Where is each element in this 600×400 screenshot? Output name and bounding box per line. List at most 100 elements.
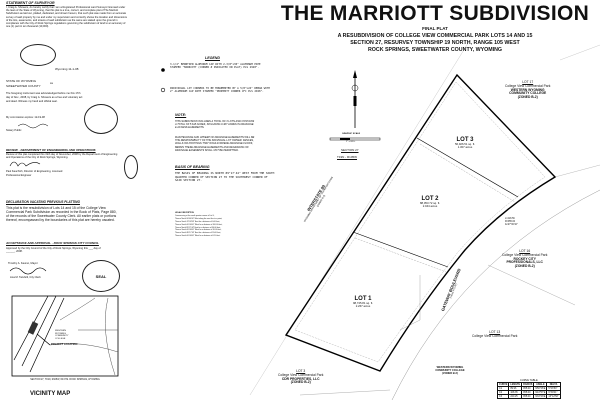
commission-expiry: My commission expires: 12-19-08	[6, 116, 45, 119]
lot-area: 88,053.72 sq. ft.	[419, 201, 441, 205]
notary-seal	[84, 104, 118, 134]
column-header: ANGLE	[533, 382, 548, 387]
adjacent-lot-park: College View Commercial Park	[502, 252, 548, 257]
review-signer: Paul Kauchich, Director of Engineering, …	[6, 170, 63, 177]
signature	[9, 161, 41, 167]
adjacent-college: WESTERN WYOMING COMMUNITY COLLEGE (ZONED…	[430, 366, 470, 375]
curve-length: L=418.56	[505, 218, 515, 220]
lot-acres: 2.044 acres	[422, 204, 438, 209]
adjacent-lot-name: LOT 17	[522, 80, 534, 84]
legal-description-line: Commencing at the south quarter corner o…	[175, 214, 215, 217]
plat-title: THE MARRIOTT SUBDIVISION	[280, 2, 590, 25]
cell: 220.25	[508, 394, 523, 399]
legal-description-line: Thence South 00°00'00" West for a distan…	[175, 229, 222, 232]
project-pointer	[36, 333, 51, 346]
adjacent-lot-17: LOT 17 College View Commercial Park WEST…	[505, 80, 551, 100]
adjacent-lot-16: LOT 16 College View Commercial Park ROCK…	[502, 249, 548, 269]
adjacent-lot-owner: CDR PROPERTIES, LLC	[281, 376, 320, 381]
vicinity-map-title: VICINITY MAP	[30, 391, 71, 397]
lot-acres: 2.267 acres	[355, 304, 371, 309]
bearing-text: THE BASIS OF BEARING IS NORTH 89°17'44" …	[175, 171, 275, 182]
monument-symbol	[161, 68, 165, 72]
vicinity-caption: SECTION 27, T19N, R105W, 6th P.M. ROCK S…	[30, 379, 100, 381]
legend-item-lot-corner: INDIVIDUAL LOT CORNERS TO BE MONUMENTED …	[170, 87, 270, 94]
column-header: LENGTH	[508, 382, 523, 387]
notary-label: Notary Public	[6, 129, 22, 132]
surveyor-date: Wyoming 11-1-08	[55, 67, 79, 71]
surveyor-seal	[20, 44, 56, 66]
declaration-text: This plat is the resubdivision of Lots 1…	[6, 206, 117, 222]
cell: C3	[496, 394, 510, 399]
county-label: SWEETWATER COUNTY	[6, 84, 41, 88]
vicinity-roads	[49, 297, 119, 376]
gateway-east-row-line	[559, 44, 600, 61]
adjacent-lot-zone: (ZONED B-2)	[517, 95, 538, 100]
curve-table: CURVE TABLE CURVE LENGTH RADIUS ANGLE DE…	[496, 379, 561, 399]
vicinity-college-label: WESTERN WYOMING COMMUNITY COLLEGE	[55, 330, 69, 340]
lot-area: 56,926.51 sq. ft.	[454, 142, 476, 146]
cell: N43°57'E	[533, 390, 548, 395]
lot-2-label: LOT 2 88,053.72 sq. ft. 2.044 acres	[410, 196, 450, 209]
lot-1-label: LOT 1 98,745.81 sq. ft. 2.267 acres	[343, 296, 383, 309]
acceptance-heading: ACCEPTANCE AND APPROVAL - ROCK SPRINGS C…	[6, 241, 99, 245]
lot-area: 98,745.81 sq. ft.	[352, 301, 374, 305]
curve-delta: Δ=27°00'10"	[505, 223, 518, 226]
adjacent-lot-park: College View Commercial Park	[472, 333, 518, 338]
column-header: RADIUS	[521, 382, 535, 387]
adjacent-lot-zone: (ZONED B-2)	[290, 380, 311, 385]
legend-item-monument: 3-1/4" BERNTSEN ALUMINUM CAP WITH 2-3/8"…	[170, 63, 261, 70]
graphic-scale-fill	[340, 138, 350, 140]
curve-table-title: CURVE TABLE	[519, 379, 538, 382]
curve-data: L=418.56 R=955.00 Δ=27°00'10"	[505, 218, 518, 226]
drainage-easement	[399, 275, 421, 331]
engineer-seal	[124, 155, 138, 179]
seal-text: SEAL	[95, 273, 107, 279]
legal-description-line: Thence South 00°00'00" West for a distan…	[175, 235, 221, 238]
legal-description-line: Thence North 89°17'44" East for a distan…	[175, 226, 221, 229]
legal-description-heading: LEGAL DESCRIPTION	[175, 212, 194, 214]
graphic-scale-label: GRAPHIC SCALE	[342, 133, 361, 135]
declaration-heading: DECLARATION VACATING PREVIOUS PLATTING	[6, 200, 80, 204]
note-heading: NOTE:	[175, 113, 187, 117]
vicinity-map-frame	[11, 295, 119, 377]
legal-description-line: Thence North 00°00'00" West along the ea…	[175, 217, 223, 220]
cell: 13°12'50"	[546, 394, 561, 399]
acknowledgment: The foregoing instrument was acknowledge…	[6, 92, 83, 103]
subdivision-boundary	[284, 73, 557, 372]
north-arrow-body	[353, 96, 357, 106]
plat-description-line: A RESUBDIVISION OF COLLEGE VIEW COMMERCI…	[337, 33, 533, 39]
curve-table-header: CURVE LENGTH RADIUS ANGLE DELTA	[496, 382, 561, 387]
plat-description-line: ROCK SPRINGS, SWEETWATER COUNTY, WYOMING	[367, 47, 503, 53]
signature	[9, 267, 47, 275]
mayor-signer: Timothy A. Kaumo, Mayor	[8, 262, 38, 265]
legal-description-line: Thence South 37°03'58" East for a distan…	[175, 220, 220, 223]
lot-name: LOT 1	[354, 296, 372, 302]
note-text-2: MAINTENANCE AND UPKEEP OF DRAINAGE EASEM…	[175, 136, 255, 152]
surveyor-heading: STATEMENT OF SURVEYOR	[6, 1, 55, 5]
lot-acres: 1.307 acres	[457, 145, 473, 150]
section-line	[299, 389, 391, 396]
adjacent-lot-name: LOT 16	[519, 249, 531, 253]
adjacent-lot-name: LOT 13	[489, 330, 501, 334]
graphic-scale-units: 1" = 60 ft.	[346, 141, 356, 143]
signature	[17, 123, 49, 129]
lot-line-2-3	[416, 137, 519, 198]
cell: N50°26'E	[533, 386, 548, 391]
adjacent-lot-park: College View Commercial Park	[505, 83, 551, 88]
easement-line	[354, 237, 447, 273]
adjacent-lot-owner: WESTERN WYOMING COMMUNITY COLLEGE	[509, 87, 547, 96]
graphic-scale-bar	[329, 137, 381, 141]
bearing-heading: BASIS OF BEARING	[175, 165, 210, 169]
note-text-1: THIS SUBDIVISION INCLUDES A TOTAL OF 3 L…	[175, 120, 255, 130]
plat-subtitle: FINAL PLAT	[422, 26, 448, 31]
acceptance-text: Approved by the City Council of the City…	[6, 247, 101, 254]
lot-line-1-2	[352, 231, 449, 268]
project-location-label: PROJECT LOCATION	[51, 343, 78, 346]
plat-description-line: SECTION 27, RESURVEY TOWNSHIP 19 NORTH, …	[350, 40, 520, 46]
clerk-signer: Lisa M. Tarufelli, City Clerk	[10, 276, 41, 279]
adjacent-lot-zone: (ZONED B-2)	[442, 372, 458, 375]
lot-3-label: LOT 3 56,926.51 sq. ft. 1.307 acres	[445, 137, 485, 150]
